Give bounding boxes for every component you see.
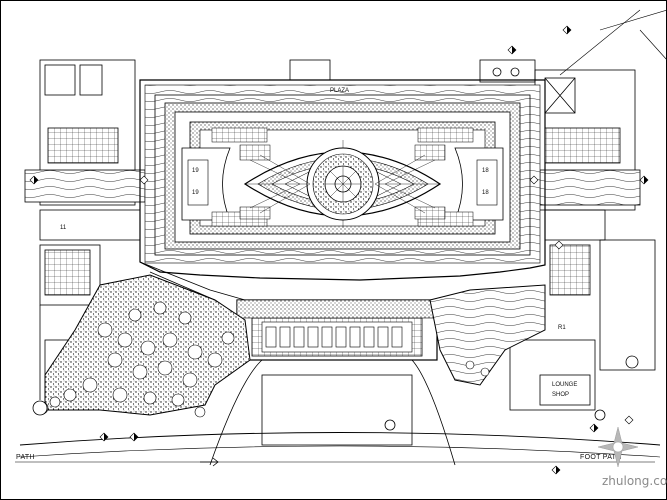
east-room-label-1: LOUNGE	[552, 382, 578, 388]
small-label-f: R1	[558, 325, 566, 331]
watermark-text: zhulong.com	[602, 474, 667, 488]
small-label-b: 19	[192, 190, 199, 196]
plaza-label: PLAZA	[330, 88, 350, 94]
front-trees	[32, 355, 639, 431]
small-label-e: 11	[60, 225, 67, 231]
small-label-d: 18	[482, 190, 489, 196]
entrance-canopy	[236, 299, 438, 361]
small-label-c: 18	[482, 168, 489, 174]
small-label-a: 19	[192, 168, 199, 174]
left-diagonal-path	[139, 261, 246, 301]
top-rooms	[289, 59, 536, 83]
zhulong-logo-icon	[597, 426, 639, 468]
east-room-label-2: SHOP	[552, 392, 570, 398]
driveway	[19, 359, 661, 466]
foot-path-right-label: FOOT PATH	[580, 454, 622, 461]
left-building	[24, 59, 146, 400]
right-garden	[429, 284, 546, 386]
right-building	[509, 69, 656, 411]
left-garden	[35, 274, 251, 418]
foot-path-left-label: PATH	[16, 454, 35, 461]
top-right-lines	[559, 9, 667, 76]
central-eye-motif	[243, 140, 442, 228]
marker-fills	[34, 26, 648, 474]
